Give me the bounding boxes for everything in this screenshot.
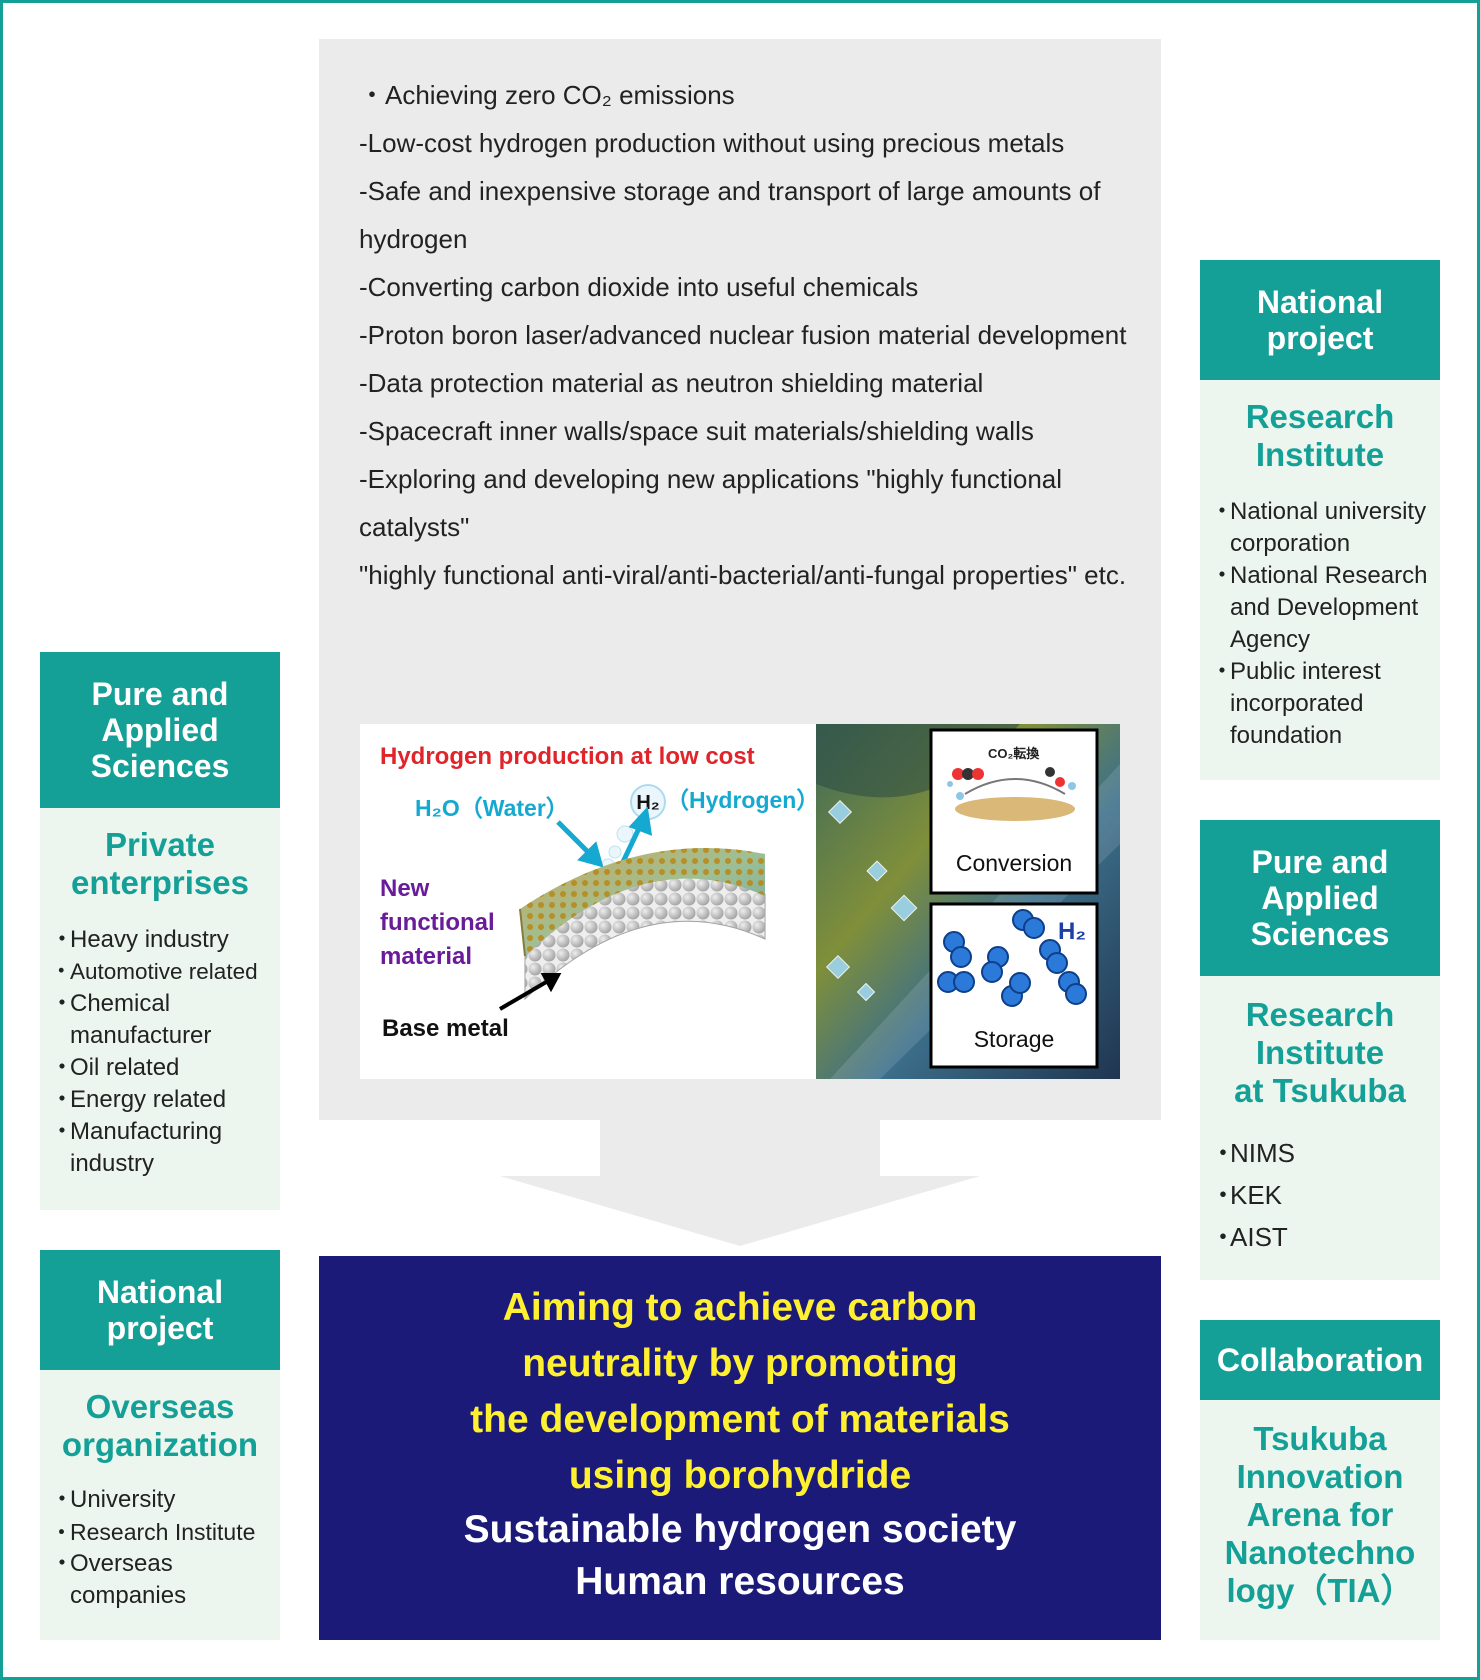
subtitle-line: Arena for [1246,1496,1394,1533]
card-overseas-organization: National project Overseas organization U… [40,1250,280,1640]
co2-caption: CO₂転換 [988,746,1040,761]
list-item: National university corporation [1210,496,1438,560]
crystal-decorations [825,799,918,1002]
hydrogen-production-figure: CO₂転換 Conversion H₂ Storage Hydrogen pro… [360,724,1120,1079]
subtitle-line: Innovation [1236,1458,1404,1495]
card-list: University Research Institute Overseas c… [50,1484,282,1612]
objective-item: -Data protection material as neutron shi… [359,368,984,398]
list-item: National Research and Development Agency [1210,560,1438,656]
subtitle-line: Institute [1255,436,1385,473]
subtitle-line: logy（TIA） [1226,1572,1414,1609]
header-line: project [1266,320,1374,356]
figure-title: Hydrogen production at low cost [380,743,755,770]
subtitle-line: enterprises [71,864,249,901]
list-item: Public interest incorporated foundation [1210,656,1438,752]
hydrogen-label: （Hydrogen） [666,787,819,813]
subtitle-line: Overseas [85,1388,235,1425]
card-subtitle: Research Institute at Tsukuba [1200,996,1440,1110]
h2-symbol: H₂ [636,792,659,814]
subtitle-line: at Tsukuba [1234,1072,1406,1109]
card-list: Heavy industry Automotive related Chemic… [50,924,280,1180]
goal-subline: Human resources [575,1560,905,1603]
header-line: National [1256,284,1384,320]
header-line: National [96,1274,224,1310]
list-item: Oil related [50,1052,280,1084]
water-arrow [556,820,604,868]
card-subtitle: Tsukuba Innovation Arena for Nanotechno … [1200,1420,1440,1610]
objectives-list: ・Achieving zero CO₂ emissions -Low-cost … [359,71,1149,599]
card-private-enterprises: Pure and Applied Sciences Private enterp… [40,652,280,1210]
card-research-institute-tsukuba: Pure and Applied Sciences Research Insti… [1200,820,1440,1280]
hydrogen-molecules [937,909,1087,1007]
header-line: Collaboration [1216,1342,1424,1378]
card-subtitle: Research Institute [1200,398,1440,474]
header-line: Sciences [90,748,230,784]
list-item: Research Institute [50,1516,282,1548]
header-line: Sciences [1250,916,1390,952]
header-line: Pure and [91,676,229,712]
list-item: Manufacturing industry [50,1116,280,1180]
subtitle-line: organization [61,1426,259,1463]
list-item: Chemical manufacturer [50,988,280,1052]
subtitle-line: Tsukuba [1253,1420,1387,1457]
goal-subline: Sustainable hydrogen society [463,1508,1017,1551]
card-research-institute: National project Research Institute Nati… [1200,260,1440,780]
objective-item: -Exploring and developing new applicatio… [359,464,1063,542]
subtitle-line: Research [1245,398,1395,435]
list-item: NIMS [1210,1132,1438,1174]
card-header: Pure and Applied Sciences [40,652,280,808]
objective-item: -Proton boron laser/advanced nuclear fus… [359,320,1127,350]
list-item: Automotive related [50,956,280,988]
objective-item: "highly functional anti-viral/anti-bacte… [359,560,1127,590]
card-list: National university corporation National… [1210,496,1438,752]
material-label-3: material [380,943,472,970]
goal-line: neutrality by promoting [522,1342,958,1385]
down-arrow [500,1118,980,1246]
objective-item: -Converting carbon dioxide into useful c… [359,272,919,302]
goal-line: the development of materials [470,1398,1010,1441]
card-header: National project [40,1250,280,1370]
base-arrow [498,973,562,1011]
card-header: Collaboration [1200,1320,1440,1400]
subtitle-line: Private [104,826,216,863]
objective-item: ・Achieving zero CO₂ emissions [359,80,735,110]
storage-label: Storage [974,1026,1055,1052]
list-item: KEK [1210,1174,1438,1216]
conversion-label: Conversion [956,850,1072,876]
header-line: Applied [101,712,219,748]
list-item: University [50,1484,282,1516]
card-subtitle: Overseas organization [40,1388,280,1464]
objective-item: -Spacecraft inner walls/space suit mater… [359,416,1034,446]
subtitle-line: Research [1245,996,1395,1033]
water-label: H₂O（Water） [415,795,569,821]
list-item: Energy related [50,1084,280,1116]
list-item: AIST [1210,1216,1438,1258]
subtitle-line: Nanotechno [1224,1534,1416,1571]
goal-line: using borohydride [568,1454,912,1497]
goal-line: Aiming to achieve carbon [502,1286,978,1329]
card-collaboration: Collaboration Tsukuba Innovation Arena f… [1200,1320,1440,1640]
objectives-panel: ・Achieving zero CO₂ emissions -Low-cost … [319,39,1161,1120]
hydrogen-arrow [619,806,653,866]
objective-item: -Low-cost hydrogen production without us… [359,128,1065,158]
objective-item: -Safe and inexpensive storage and transp… [359,176,1101,254]
material-block [519,848,766,1001]
header-line: Pure and [1251,844,1389,880]
header-line: Applied [1261,880,1379,916]
list-item: Heavy industry [50,924,280,956]
subtitle-line: Institute [1255,1034,1385,1071]
card-list: NIMS KEK AIST [1210,1132,1438,1258]
material-label-1: New [380,875,430,902]
base-metal-label: Base metal [382,1015,509,1042]
material-label-2: functional [380,909,495,936]
card-header: National project [1200,260,1440,380]
goal-box: Aiming to achieve carbon neutrality by p… [319,1256,1161,1640]
header-line: project [106,1310,214,1346]
card-header: Pure and Applied Sciences [1200,820,1440,976]
card-subtitle: Private enterprises [40,826,280,902]
list-item: Overseas companies [50,1548,282,1612]
storage-h2-label: H₂ [1058,918,1086,945]
